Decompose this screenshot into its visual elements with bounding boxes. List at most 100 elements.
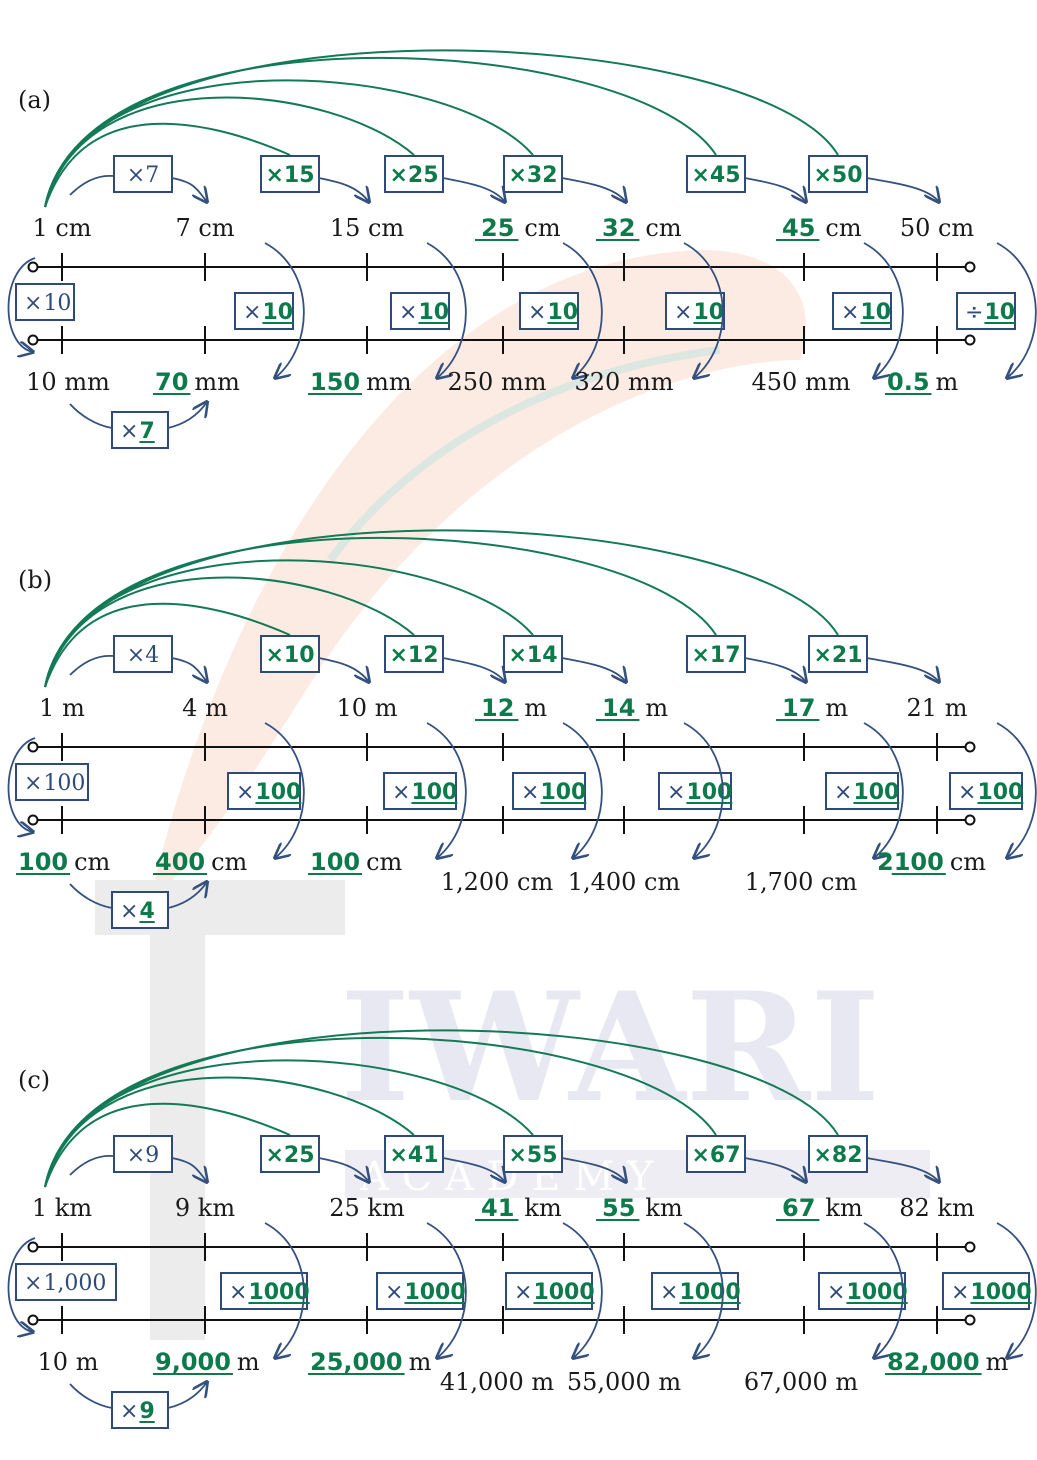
box-frame (503, 1135, 563, 1173)
line-start (27, 741, 39, 753)
conversion-box: ×1,000 (15, 1263, 117, 1301)
box-frame (808, 155, 868, 193)
watermark-swoosh-line (326, 346, 721, 563)
conversion-box: ×1000 (818, 1222, 908, 1358)
box-frame (260, 1135, 320, 1173)
arrow-to-unit (318, 657, 369, 682)
operator-sign: × (521, 780, 539, 805)
top-unit-label: 1 km (32, 1194, 92, 1222)
box-frame (113, 155, 173, 193)
line-start (27, 814, 39, 826)
unit-text: 1 cm (32, 214, 91, 242)
arrow-to-unit (442, 657, 505, 682)
operand-value: 100 (43, 771, 85, 796)
operand-value: 1000 (533, 1280, 594, 1305)
operator-sign: × (667, 780, 685, 805)
unit-text: m (409, 1348, 432, 1376)
line-start (27, 334, 39, 346)
unit-text: 450 mm (752, 368, 851, 396)
operand-value: 10 (547, 300, 578, 325)
operator-sign: × (674, 300, 692, 325)
unit-text: cm (645, 214, 681, 242)
top-unit-label: 50 cm (900, 214, 975, 242)
conversion-arrow (264, 1222, 305, 1358)
top-multiplier-box: ×50 (808, 155, 939, 202)
unit-text: 4 m (182, 694, 228, 722)
conversion-box: ×100 (383, 722, 467, 858)
box-frame (260, 635, 320, 673)
unit-text: 1 km (32, 1194, 92, 1222)
conversion-arrow (426, 1222, 467, 1358)
conversion-box: ×100 (658, 722, 733, 858)
multiplier-label: ×9 (127, 1143, 159, 1168)
arrow-to-unit (561, 1157, 626, 1182)
multiplier-label: ×55 (508, 1143, 557, 1168)
top-multiplier-box: ×25 (260, 1135, 369, 1182)
arrow-to-unit (866, 1157, 939, 1182)
operand-value: 10 (860, 300, 891, 325)
conversion-box: ×1000 (220, 1222, 310, 1358)
line-end (964, 1241, 976, 1253)
operand-value: 100 (686, 780, 732, 805)
answer-value: 17 (782, 694, 815, 722)
answer-value: 9,000 (155, 1348, 231, 1376)
bottom-multiplier-box: ×4 (69, 882, 207, 929)
operand-value: 100 (255, 780, 301, 805)
unit-text: 10 m (38, 1348, 99, 1376)
conversion-box: ×1000 (376, 1222, 467, 1358)
top-multiplier-box: ×12 (384, 635, 505, 682)
line-start (27, 261, 39, 273)
unit-text: mm (366, 368, 412, 396)
conversion-arrow (264, 722, 305, 858)
top-multiplier-box: ×4 (113, 635, 207, 682)
box-frame (503, 635, 563, 673)
section-label: (c) (18, 1066, 50, 1094)
arrow-to-unit (442, 177, 505, 202)
operand-value: 10 (984, 300, 1015, 325)
box-frame (686, 1135, 746, 1173)
bottom-unit-label: 250 mm (448, 368, 547, 396)
operand-value: 1000 (970, 1280, 1031, 1305)
unit-text: 15 cm (330, 214, 405, 242)
unit-text: mm (194, 368, 240, 396)
operand-value: 9 (139, 1399, 154, 1424)
arrow-to-unit (171, 1157, 207, 1182)
unit-text: km (524, 1194, 562, 1222)
operand-value: 10 (43, 291, 71, 316)
connector-curve (69, 1383, 113, 1409)
top-unit-label: 21 m (907, 694, 968, 722)
multiplier-arc (44, 56, 717, 208)
conversion-arrow (562, 722, 603, 858)
arrow-to-unit (744, 657, 806, 682)
unit-text: 7 cm (175, 214, 234, 242)
operator-sign: × (385, 1280, 403, 1305)
unit-text: 67,000 m (744, 1368, 859, 1396)
top-unit-label: 15 cm (330, 214, 405, 242)
section-label: (a) (18, 86, 51, 114)
conversion-box: ×10 (15, 283, 75, 321)
conversion-box: ×10 (832, 242, 904, 378)
box-frame (686, 155, 746, 193)
connector-curve (69, 175, 114, 196)
box-frame (113, 635, 173, 673)
left-conversion-arrow (7, 1237, 35, 1332)
watermark-swoosh (150, 250, 806, 900)
unit-text: cm (211, 848, 247, 876)
top-multiplier-box: ×55 (503, 1135, 626, 1182)
multiplier-label: ×50 (813, 163, 862, 188)
conversion-box: ×1000 (505, 1222, 603, 1358)
line-end (964, 1314, 976, 1326)
box-frame (384, 1135, 444, 1173)
connector-curve (69, 1155, 114, 1176)
operator-sign: × (399, 300, 417, 325)
unit-text: m (986, 1348, 1009, 1376)
bottom-multiplier-box: ×9 (69, 1382, 207, 1429)
unit-text: 82 km (899, 1194, 975, 1222)
line-end (964, 334, 976, 346)
conversion-arrow (996, 722, 1037, 858)
multiplier-label: ×25 (389, 163, 438, 188)
arrow-to-unit (866, 177, 939, 202)
operand-value: 1,000 (43, 1271, 106, 1296)
